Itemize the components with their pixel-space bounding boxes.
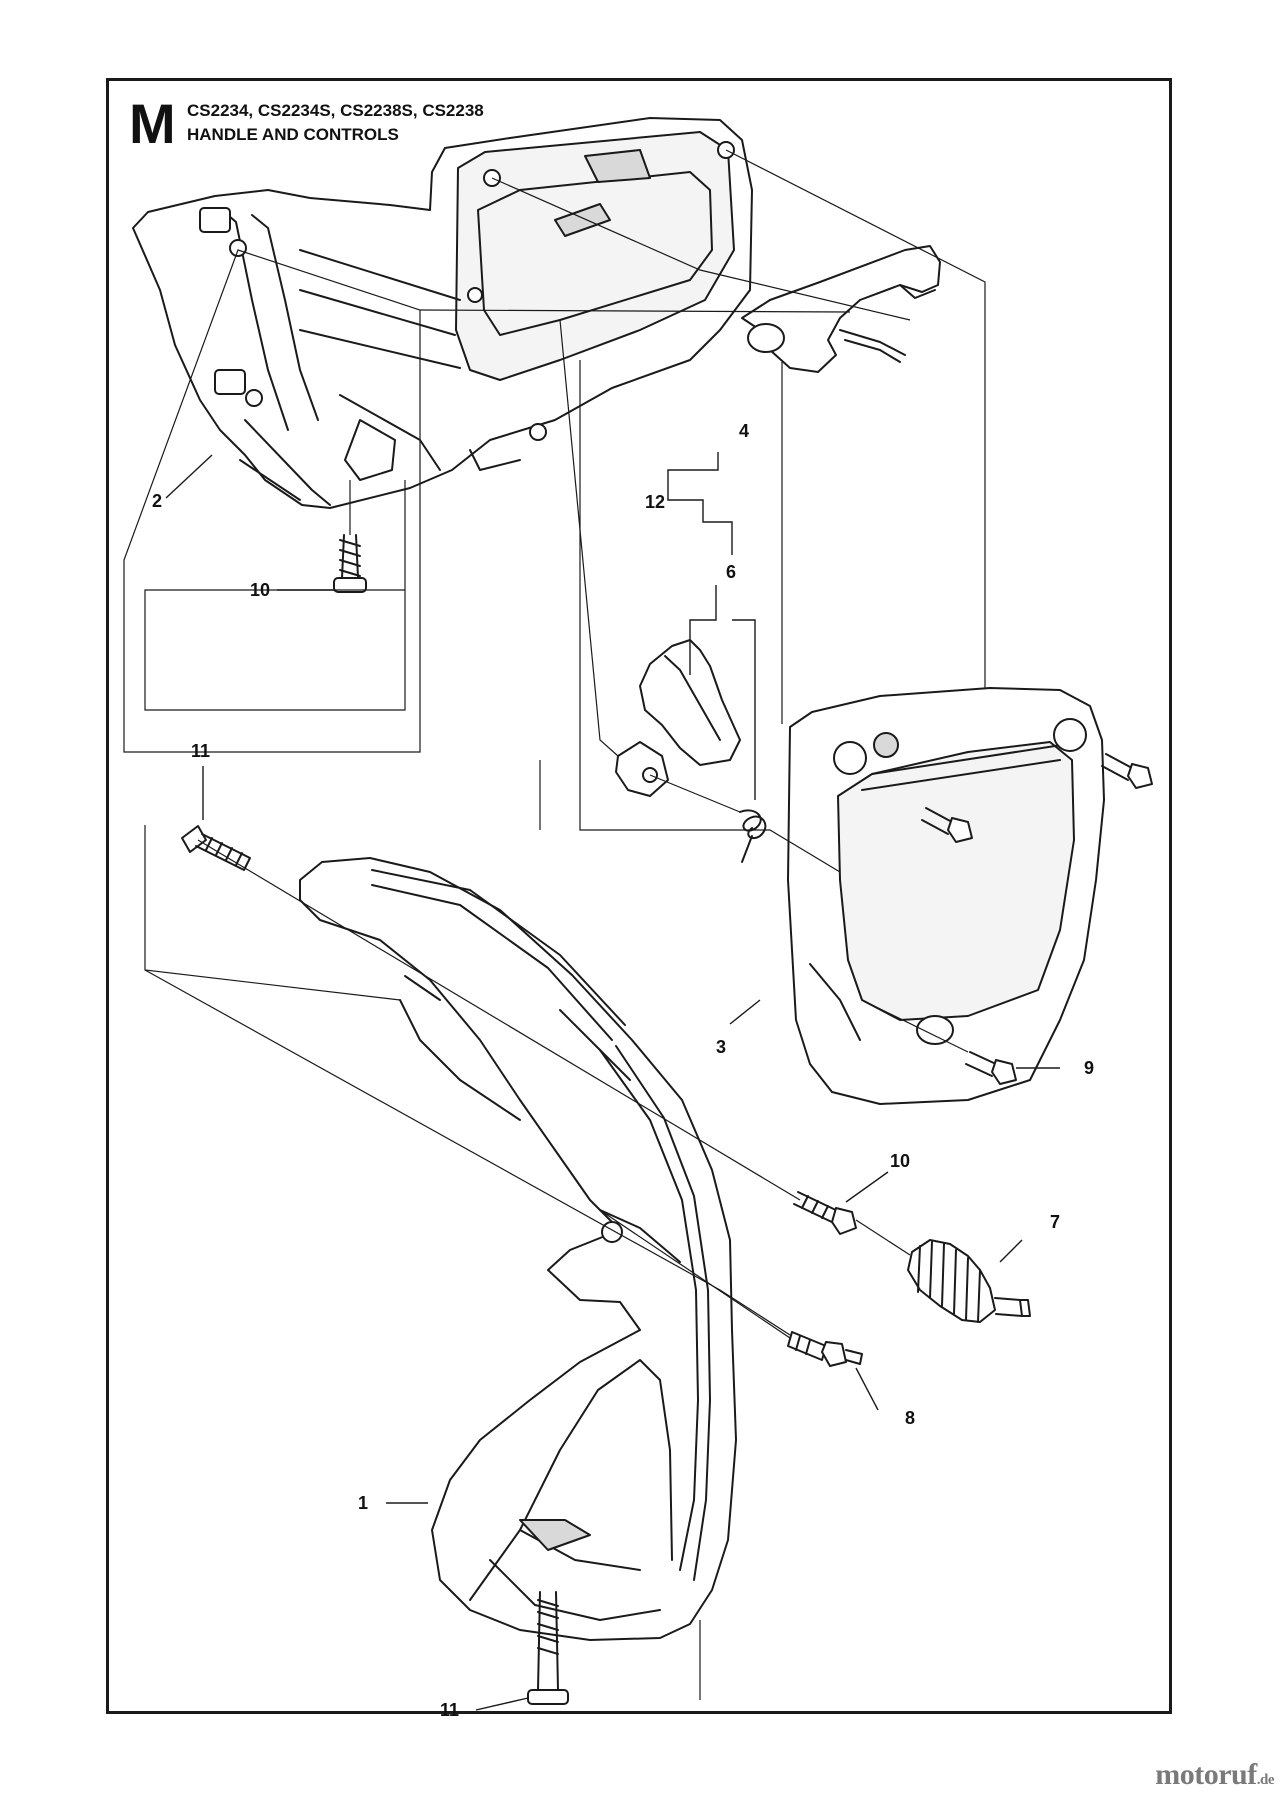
- bolt-8: [787, 1331, 863, 1367]
- screw-9: [965, 1051, 1017, 1085]
- watermark-brand: motoruf: [1155, 1758, 1257, 1791]
- section-letter: M: [129, 92, 176, 155]
- callout-4: 4: [739, 421, 749, 441]
- cover-screw-center: [921, 807, 973, 843]
- front-handle: [299, 857, 737, 1641]
- assembly-lines: [123, 149, 986, 1700]
- callout-6: 6: [726, 562, 736, 582]
- watermark: motoruf.de: [1155, 1758, 1274, 1792]
- callout-7: 7: [1050, 1212, 1060, 1232]
- leader-lines: [165, 452, 1060, 1711]
- cover-screw-top-right: [1101, 753, 1153, 789]
- screw-10-top: [333, 534, 367, 593]
- callout-2: 2: [152, 491, 162, 511]
- callout-3: 3: [716, 1037, 726, 1057]
- callout-12: 12: [645, 492, 665, 512]
- callout-labels: 2 10 11 4 12 6 3 9 10 7 8 1 11: [152, 421, 1094, 1720]
- screw-11-upper: [181, 825, 251, 871]
- callout-11-upper: 11: [191, 741, 210, 761]
- rear-handle-housing: [132, 117, 753, 509]
- av-spring: [907, 1239, 1031, 1323]
- screw-10-right: [793, 1191, 857, 1235]
- screw-11-lower: [527, 1591, 569, 1705]
- section-title: HANDLE AND CONTROLS: [187, 125, 399, 144]
- watermark-suffix: .de: [1256, 1772, 1275, 1788]
- callout-10-right: 10: [890, 1151, 910, 1171]
- throttle-trigger: [741, 245, 941, 373]
- callout-11-lower: 11: [440, 1700, 459, 1720]
- handle-side-cover: [787, 687, 1105, 1105]
- throttle-lockout: [615, 639, 741, 797]
- callout-10-top: 10: [250, 580, 270, 600]
- model-list: CS2234, CS2234S, CS2238S, CS2238: [187, 101, 484, 120]
- callout-1: 1: [358, 1493, 368, 1513]
- lockout-spring: [739, 809, 767, 863]
- callout-8: 8: [905, 1408, 915, 1428]
- callout-9: 9: [1084, 1058, 1094, 1078]
